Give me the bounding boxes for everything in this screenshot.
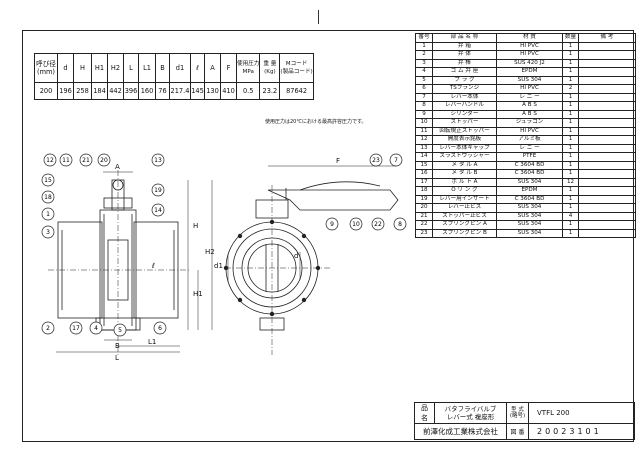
callout-label: 22 xyxy=(374,221,382,228)
callout-bubble xyxy=(151,203,165,217)
dim-l: ℓ xyxy=(151,262,155,270)
dim-H1: H1 xyxy=(193,290,203,298)
callout-label: 11 xyxy=(62,157,70,164)
dim-L1: L1 xyxy=(148,338,156,346)
callout-label: 5 xyxy=(118,327,122,334)
callout-label: 20 xyxy=(100,157,108,164)
callout-label: 23 xyxy=(372,157,380,164)
dims-header-cell: 使用圧力 MPa xyxy=(235,53,261,83)
callout-label: 15 xyxy=(44,177,52,184)
callout-bubble xyxy=(151,153,165,167)
callout-label: 9 xyxy=(330,221,334,228)
product-name-line1: バタフライバルブ xyxy=(444,405,497,413)
callout-bubble xyxy=(41,173,55,187)
company-name: 前澤化成工業株式会社 xyxy=(414,423,507,440)
dim-B: B xyxy=(115,342,120,350)
callout-label: 8 xyxy=(398,221,402,228)
dim-d: d xyxy=(294,252,298,260)
callout-label: 4 xyxy=(94,325,98,332)
callout-label: 19 xyxy=(154,187,162,194)
dim-L: L xyxy=(115,354,119,362)
callout-label: 2 xyxy=(46,325,50,332)
dim-d1: d1 xyxy=(214,262,223,270)
callout-label: 10 xyxy=(352,221,360,228)
center-mark xyxy=(318,10,319,24)
dims-value-cell: 200 xyxy=(34,82,58,100)
dims-value-cell: 0.5 xyxy=(235,82,261,100)
callout-bubble xyxy=(389,153,403,167)
callout-label: 1 xyxy=(46,211,50,218)
callout-bubble xyxy=(59,153,73,167)
callout-label: 3 xyxy=(46,229,50,236)
dims-value-cell: 87642 xyxy=(279,82,314,100)
callout-label: 18 xyxy=(44,194,52,201)
product-name-line2: レバー式 複座形 xyxy=(446,413,495,421)
callout-label: 13 xyxy=(154,157,162,164)
dim-H2: H2 xyxy=(205,248,215,256)
callout-bubble xyxy=(393,217,407,231)
title-block: 品 名 バタフライバルブ レバー式 複座形 型 式 (略号) VTFL 200 … xyxy=(414,402,635,440)
callout-bubble xyxy=(369,153,383,167)
dim-A: A xyxy=(115,163,120,171)
callout-bubble xyxy=(79,153,93,167)
callout-bubble xyxy=(89,321,103,335)
callout-label: 12 xyxy=(46,157,54,164)
callout-bubble xyxy=(41,207,55,221)
callout-bubble xyxy=(371,217,385,231)
callout-label: 6 xyxy=(158,325,162,332)
callout-bubble xyxy=(151,183,165,197)
callout-label: 17 xyxy=(72,325,80,332)
callout-label: 14 xyxy=(154,207,162,214)
callout-label: 21 xyxy=(82,157,90,164)
callout-bubble xyxy=(41,321,55,335)
parts-cell xyxy=(578,228,636,238)
dim-H: H xyxy=(193,222,198,230)
product-name: バタフライバルブ レバー式 複座形 xyxy=(434,402,507,424)
callout-bubble xyxy=(153,321,167,335)
callout-bubble xyxy=(325,217,339,231)
callout-bubble xyxy=(41,190,55,204)
callout-bubble xyxy=(349,217,363,231)
dim-F: F xyxy=(336,157,340,165)
callout-bubble xyxy=(41,225,55,239)
drawing-no: 20023101 xyxy=(528,423,635,440)
callout-bubble xyxy=(113,323,127,337)
callout-bubble xyxy=(69,321,83,335)
dims-header-cell: Mコード (製品コード) xyxy=(279,53,314,83)
pressure-note: 使用圧力は20℃における最高許容圧力です。 xyxy=(265,119,367,125)
callout-label: 7 xyxy=(394,157,398,164)
callout-bubble xyxy=(43,153,57,167)
callout-bubble xyxy=(97,153,111,167)
